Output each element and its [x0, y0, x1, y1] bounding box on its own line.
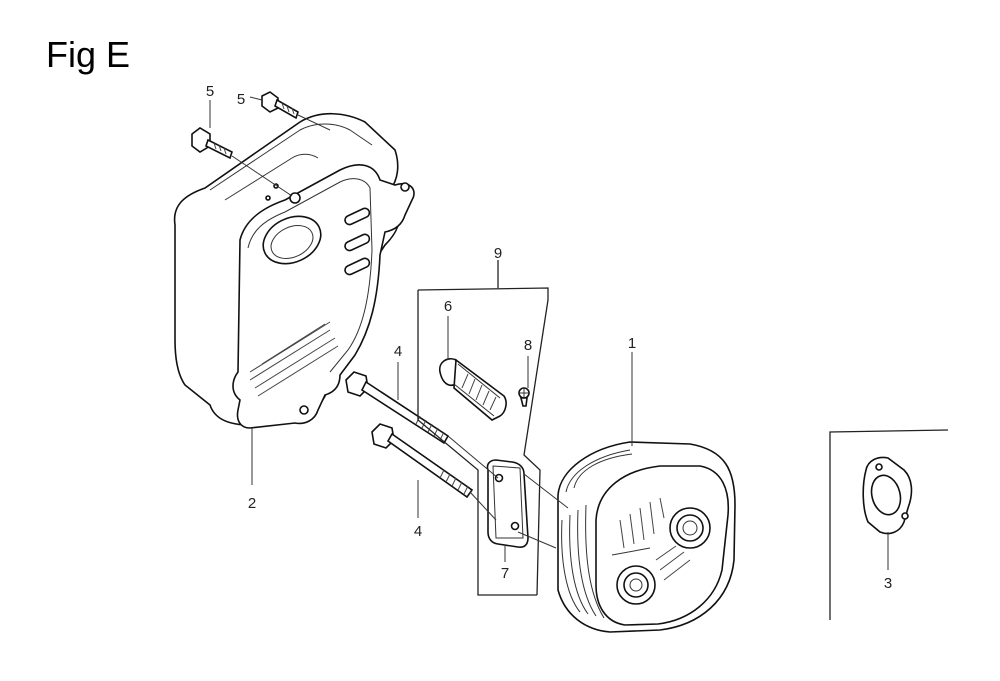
leader-lines — [209, 96, 889, 570]
spark-arrester — [438, 357, 507, 421]
callout-arrester-set: 9 — [494, 245, 502, 262]
callout-bolt-lower: 4 — [414, 523, 422, 540]
gasket — [862, 456, 913, 535]
screw-right — [261, 91, 299, 120]
arrester-set-bracket — [417, 260, 549, 596]
muffler — [557, 441, 736, 633]
callout-spark-arrester: 6 — [444, 298, 452, 315]
gasket-box — [829, 429, 949, 620]
bolt-lower — [371, 423, 474, 499]
protector-plate — [486, 459, 529, 548]
callout-bolt-upper: 4 — [394, 343, 402, 360]
figure-title: Fig E — [46, 34, 131, 75]
callout-plate: 7 — [501, 565, 509, 582]
callout-muffler-protector: 2 — [248, 495, 256, 512]
callout-screw-left: 5 — [206, 83, 214, 100]
small-screw — [518, 387, 530, 407]
callout-muffler: 1 — [628, 335, 636, 352]
screw-left — [191, 127, 233, 160]
callout-gasket: 3 — [884, 575, 892, 592]
muffler-protector — [173, 112, 415, 429]
callout-screw-right: 5 — [237, 91, 245, 108]
callout-small-screw: 8 — [524, 337, 532, 354]
